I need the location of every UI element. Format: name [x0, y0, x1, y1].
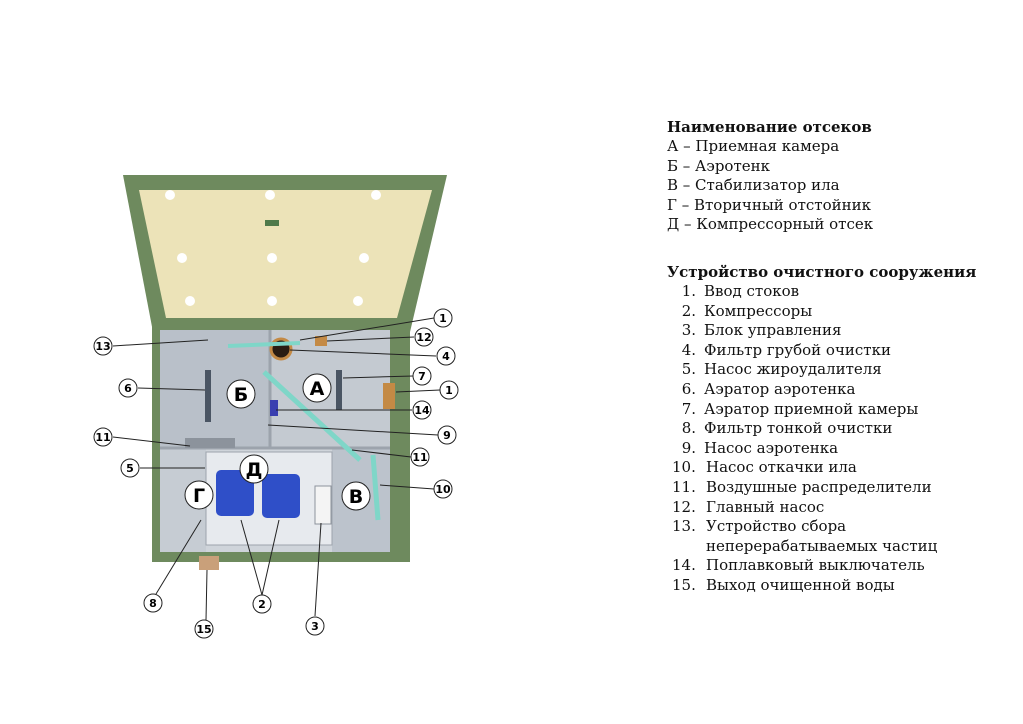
device-item: 2.Компрессоры	[681, 301, 813, 320]
svg-text:3: 3	[311, 620, 319, 633]
svg-text:4: 4	[442, 350, 450, 363]
compartments-legend: Наименование отсеков А – Приемная камера…	[667, 118, 873, 235]
device-item: 13.Устройство сбора неперерабатываемых ч…	[672, 517, 938, 555]
components	[185, 336, 395, 570]
callout-air-distributors-left: 11	[93, 427, 113, 447]
svg-text:7: 7	[418, 370, 426, 383]
callout-debris-collector: 13	[93, 336, 113, 356]
callout-inlet-top: 1	[433, 308, 453, 328]
svg-text:9: 9	[443, 429, 451, 442]
svg-text:13: 13	[95, 340, 110, 353]
compartment-a-marker	[302, 373, 332, 403]
open-lid	[123, 175, 447, 332]
device-item: 11.Воздушные распределители	[672, 477, 932, 496]
callout-air-distributors-right: 11	[410, 447, 430, 467]
device-item: 14.Поплавковый выключатель	[672, 556, 925, 575]
svg-text:11: 11	[95, 431, 110, 444]
callout-main-pump: 12	[414, 327, 434, 347]
callout-compressors: 2	[252, 594, 272, 614]
svg-text:5: 5	[126, 462, 134, 475]
device-item: 3.Блок управления	[681, 321, 842, 340]
callout-grease-pump: 5	[120, 458, 140, 478]
svg-text:15: 15	[196, 623, 211, 636]
svg-text:8: 8	[149, 597, 157, 610]
compartment-item: Б – Аэротенк	[667, 156, 771, 175]
svg-text:12: 12	[416, 331, 431, 344]
svg-text:10: 10	[435, 483, 451, 496]
svg-text:11: 11	[412, 451, 427, 464]
svg-text:2: 2	[258, 598, 266, 611]
treatment-plant-diagram: А Б В Г Д 1 12 4 7 1 14 9	[93, 175, 459, 639]
device-item: 10.Насос откачки ила	[672, 458, 857, 477]
compartment-d-letter: Д	[246, 459, 263, 481]
compartment-item: А – Приемная камера	[667, 137, 840, 155]
callout-coarse-filter: 4	[436, 346, 456, 366]
callout-aerotank-pump: 9	[437, 425, 457, 445]
callout-fine-filter: 8	[143, 593, 163, 613]
device-item: 15.Выход очищенной воды	[672, 575, 895, 594]
leader-lines	[112, 317, 441, 621]
compartments-title: Наименование отсеков	[667, 118, 872, 136]
compartment-b-marker	[226, 379, 256, 409]
compartment-item: Г – Вторичный отстойник	[667, 195, 871, 214]
svg-text:1: 1	[439, 312, 447, 325]
callout-receiving-aerator: 7	[412, 366, 432, 386]
device-title: Устройство очистного сооружения	[667, 263, 977, 281]
callout-aerotank-aerator: 6	[118, 378, 138, 398]
svg-text:1: 1	[445, 384, 453, 397]
svg-text:14: 14	[414, 404, 430, 417]
compartment-item: Д – Компрессорный отсек	[667, 215, 874, 234]
svg-text:6: 6	[124, 382, 132, 395]
callout-markers: 1 12 4 7 1 14 9 11 10 13 6 11 5 8 15 2 3	[93, 308, 459, 639]
compartment-v-letter: В	[349, 486, 363, 508]
device-item: 1.Ввод стоков	[681, 282, 800, 300]
device-legend: Устройство очистного сооружения 1.Ввод с…	[667, 263, 1006, 596]
compartment-d-marker	[239, 454, 269, 484]
compartment-b-letter: Б	[234, 384, 248, 406]
device-item: 12.Главный насос	[672, 497, 825, 516]
device-item: 9.Насос аэротенка	[681, 438, 839, 457]
device-item: 6.Аэратор аэротенка	[681, 379, 856, 398]
callout-sludge-pump: 10	[433, 479, 453, 499]
compartment-g-marker	[184, 480, 214, 510]
compartment-g-letter: Г	[193, 485, 205, 507]
callout-control-block: 3	[305, 616, 325, 636]
device-item: 5.Насос жироудалителя	[681, 360, 882, 379]
device-item: 4.Фильтр грубой очистки	[681, 340, 891, 359]
callout-inlet-side: 1	[439, 380, 459, 400]
compartment-a-letter: А	[310, 378, 325, 400]
callout-outlet: 15	[194, 619, 214, 639]
device-item: 7.Аэратор приемной камеры	[681, 399, 919, 418]
callout-float-switch: 14	[412, 400, 432, 420]
compartment-item: В – Стабилизатор ила	[667, 176, 840, 195]
device-item: 8.Фильтр тонкой очистки	[681, 419, 893, 438]
compartment-v-marker	[341, 481, 371, 511]
